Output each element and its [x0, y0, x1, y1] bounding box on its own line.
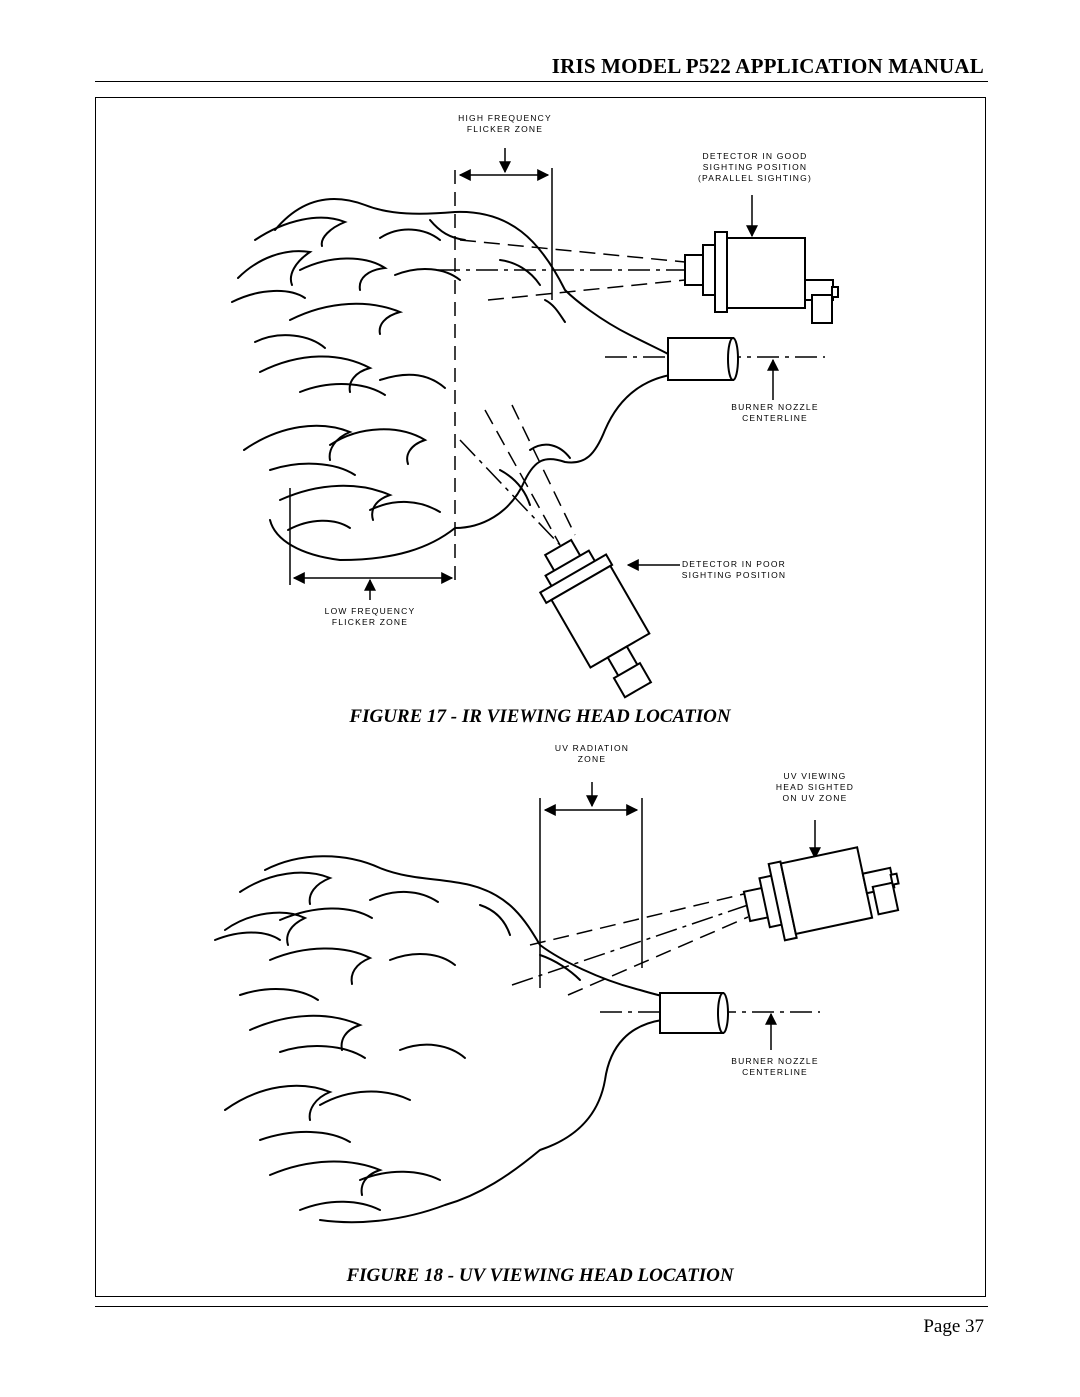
header-rule	[95, 81, 988, 82]
high-frequency-label: HIGH FREQUENCY FLICKER ZONE	[458, 113, 552, 134]
ir-detector-good	[684, 231, 839, 324]
page-number: Page 37	[923, 1316, 984, 1337]
figure-17-caption: FIGURE 17 - IR VIEWING HEAD LOCATION	[349, 706, 731, 727]
burner-nozzle-17	[667, 337, 739, 381]
burner-nozzle-centerline-label-17: BURNER NOZZLE CENTERLINE	[731, 402, 819, 423]
detector-poor-label: DETECTOR IN POOR SIGHTING POSITION	[681, 559, 787, 580]
detector-good-label: DETECTOR IN GOOD SIGHTING POSITION (PARA…	[698, 151, 812, 183]
burner-nozzle-centerline-label-18: BURNER NOZZLE CENTERLINE	[731, 1056, 819, 1077]
uv-detector	[742, 846, 900, 942]
ir-detector-poor	[538, 538, 653, 699]
low-frequency-label: LOW FREQUENCY FLICKER ZONE	[324, 606, 416, 627]
footer-rule	[95, 1306, 988, 1307]
figure-frame	[95, 97, 986, 1297]
uv-radiation-zone-label: UV RADIATION ZONE	[554, 743, 630, 764]
uv-flame	[214, 855, 663, 1224]
burner-nozzle-18	[659, 992, 729, 1034]
manual-title: IRIS MODEL P522 APPLICATION MANUAL	[551, 54, 984, 78]
ir-flame	[231, 198, 671, 562]
uv-viewing-head-label: UV VIEWING HEAD SIGHTED ON UV ZONE	[775, 771, 855, 803]
figure-18-caption: FIGURE 18 - UV VIEWING HEAD LOCATION	[346, 1265, 734, 1286]
